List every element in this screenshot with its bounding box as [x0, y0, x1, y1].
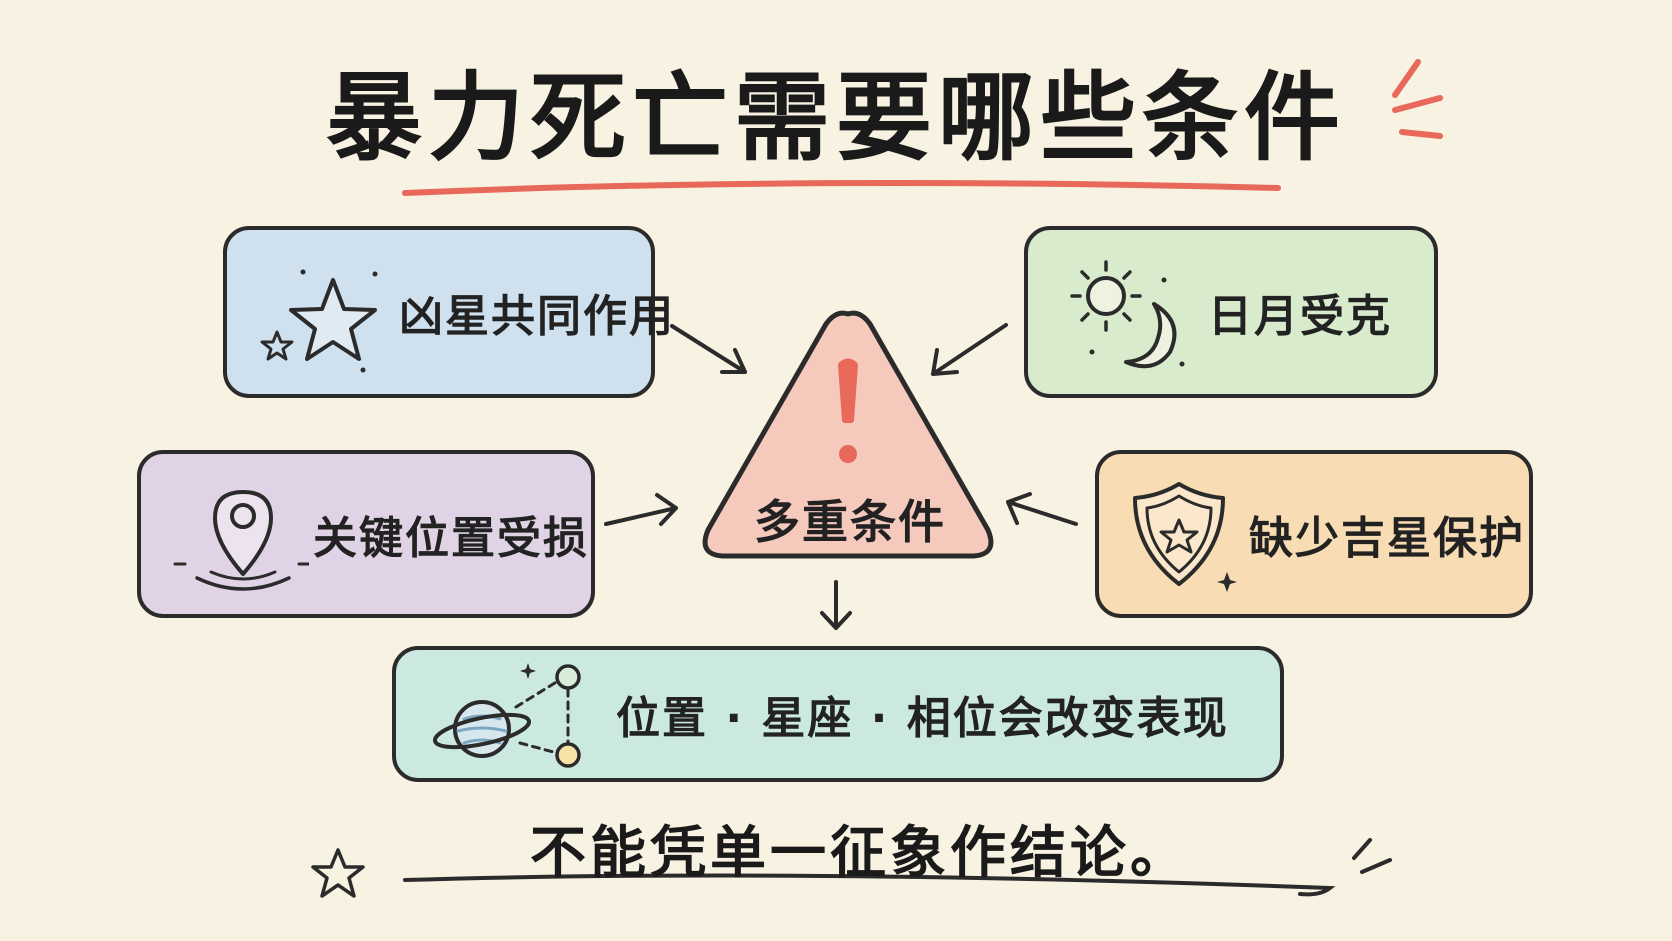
arrow-from-mid-right: [1006, 492, 1078, 526]
sun-moon-icon: [1070, 260, 1185, 369]
conclusion-underline: [403, 873, 1336, 897]
factor-label-malefic-stars: 凶星共同作用: [399, 291, 675, 342]
page-title: 暴力死亡需要哪些条件: [326, 62, 1346, 174]
factor-label-key-positions-damaged: 关键位置受损: [313, 513, 589, 564]
exclamation-mark-icon: [838, 358, 858, 423]
conclusion-text: 不能凭单一征象作结论。: [530, 821, 1190, 886]
factor-label-position-sign-aspect: 位置 · 星座 · 相位会改变表现: [616, 693, 1229, 744]
arrow-to-bottom: [820, 580, 852, 630]
location-pin-icon: [173, 490, 309, 591]
warning-triangle-icon: [702, 310, 994, 559]
planet-constellation-icon: [432, 663, 581, 768]
factor-box-malefic-stars: 凶星共同作用: [223, 226, 673, 398]
factor-box-luminaries-afflicted: 日月受克: [1024, 226, 1438, 398]
factor-box-position-sign-aspect: 位置 · 星座 · 相位会改变表现: [392, 646, 1284, 782]
star-icon: [260, 269, 378, 373]
arrow-from-top-left: [670, 324, 747, 374]
arrow-from-top-right: [931, 323, 1008, 376]
arrow-from-mid-left: [604, 493, 678, 526]
doodle-strokes-icon: [1352, 838, 1392, 874]
factor-box-lacking-benefic-protection: 缺少吉星保护: [1095, 450, 1533, 618]
factor-label-luminaries-afflicted: 日月受克: [1208, 291, 1392, 342]
arrows: [604, 323, 1078, 630]
shield-star-icon: [1133, 482, 1237, 592]
center-label: 多重条件: [754, 495, 946, 549]
star-doodle-icon: [311, 848, 365, 898]
emphasis-strokes-icon: [1392, 59, 1443, 139]
factor-box-key-positions-damaged: 关键位置受损: [137, 450, 595, 618]
title-underline: [402, 180, 1281, 196]
factor-label-lacking-benefic-protection: 缺少吉星保护: [1249, 513, 1525, 564]
